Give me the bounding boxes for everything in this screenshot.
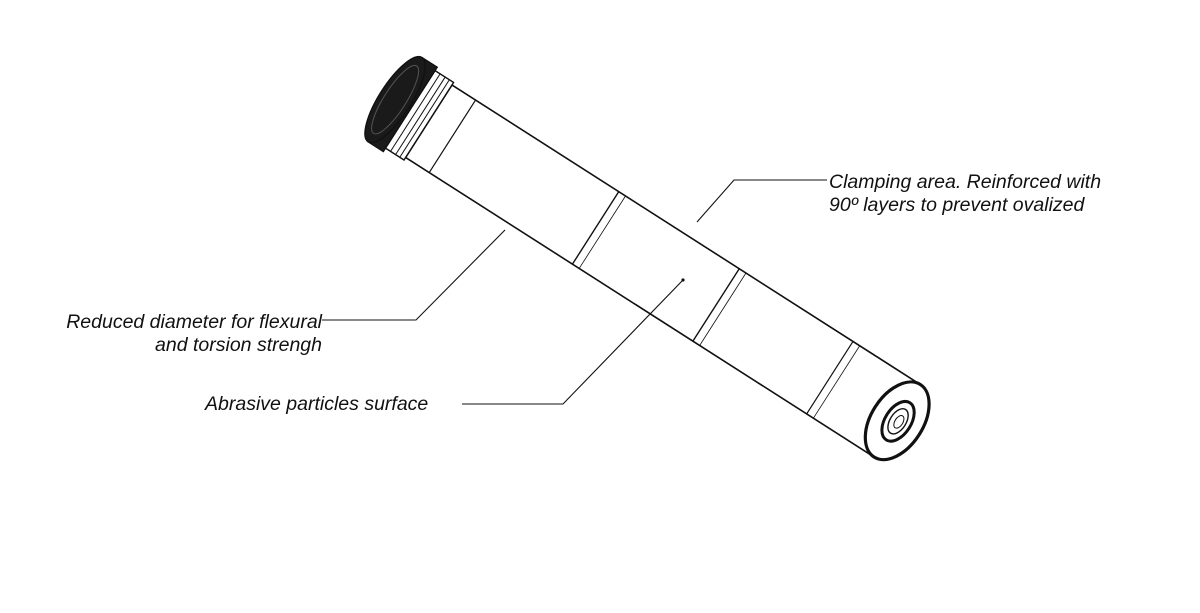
section-line <box>806 341 854 415</box>
leader-abrasive <box>462 279 684 405</box>
bore-hole <box>893 415 905 429</box>
thread-line <box>399 79 450 158</box>
end-face-left-rim <box>371 64 420 135</box>
shaft-body <box>404 83 922 459</box>
section-line <box>813 345 861 419</box>
section-line <box>578 195 626 269</box>
end-face-left <box>364 55 426 144</box>
thread-line <box>395 76 446 155</box>
callout-clamping-line2: 90º layers to prevent ovalized <box>829 194 1085 216</box>
callout-clamping-area: Clamping area. Reinforced with 90º layer… <box>829 171 1101 217</box>
callout-reduced-diameter: Reduced diameter for flexural and torsio… <box>18 311 322 357</box>
section-line <box>699 272 747 346</box>
callout-abrasive-line1: Abrasive particles surface <box>205 393 429 415</box>
section-line <box>692 268 740 342</box>
section-line <box>571 191 620 265</box>
shaft <box>364 55 931 462</box>
callout-reduced-line1: Reduced diameter for flexural <box>66 311 322 333</box>
callout-clamping-line1: Clamping area. Reinforced with <box>829 171 1102 193</box>
section-line <box>428 99 477 173</box>
leader-dot <box>681 278 685 282</box>
leader-reduced <box>322 229 506 321</box>
thread-line <box>390 73 441 152</box>
callout-abrasive-surface: Abrasive particles surface <box>205 393 428 416</box>
callout-reduced-line2: and torsion strengh <box>155 334 322 356</box>
leader-clamping <box>696 179 827 223</box>
